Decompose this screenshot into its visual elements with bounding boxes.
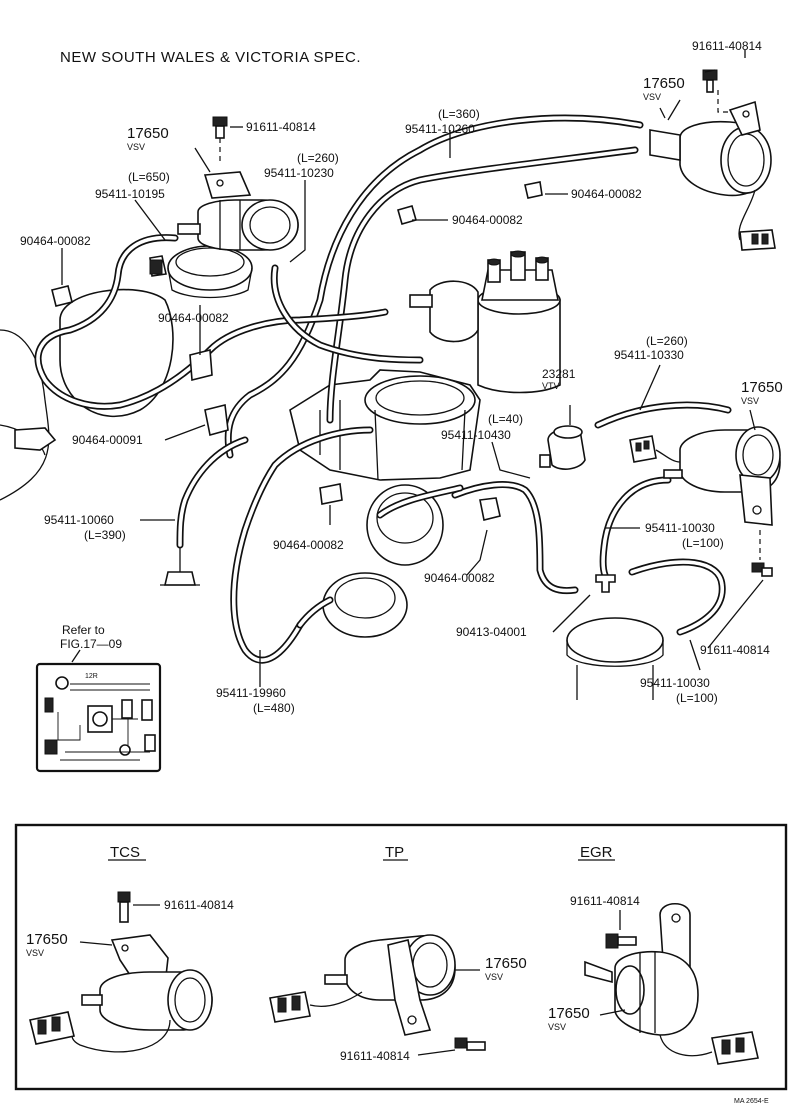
label-clip-right-a: 90464-00082: [571, 187, 642, 201]
label-hose-260-right-part: 95411-10330: [614, 348, 684, 362]
label-hose-260-top-part: 95411-10230: [264, 166, 334, 180]
label-vsv-top-right-part: 17650: [643, 75, 685, 92]
egr-title: EGR: [580, 844, 613, 861]
label-hose-650-length: (L=650): [128, 170, 170, 184]
label-hose-100-upper-part: 95411-10030: [645, 521, 715, 535]
tp-part: 17650: [485, 955, 527, 972]
label-clip-mid: 90464-00082: [158, 311, 229, 325]
label-hose-360-length: (L=360): [438, 107, 480, 121]
label-tee: 90413-04001: [456, 625, 527, 639]
refer-line1: Refer to: [62, 623, 105, 637]
label-vsv-top-right-sub: VSV: [643, 92, 661, 102]
label-hose-260-top-length: (L=260): [297, 151, 339, 165]
label-vsv-right-sub: VSV: [741, 396, 759, 406]
egr-part: 17650: [548, 1005, 590, 1022]
vsv-top-left: [177, 171, 299, 251]
tp-title: TP: [385, 844, 404, 861]
variants-panel: [14, 823, 788, 1091]
variant-egr: EGR 91611-40814 17650 VSV: [548, 844, 759, 1065]
egr-sub: VSV: [548, 1022, 566, 1032]
tcs-bolt: 91611-40814: [164, 898, 234, 912]
tcs-sub: VSV: [26, 948, 44, 958]
label-hose-650-part: 95411-10195: [95, 187, 165, 201]
variant-tp: TP 17650 VSV 91611-40814: [269, 844, 527, 1063]
tp-sub: VSV: [485, 972, 503, 982]
label-clip-lower-right: 90464-00082: [424, 571, 495, 585]
vsv-right: [629, 426, 781, 560]
engine-outline: [0, 245, 664, 700]
tee-fitting: [595, 574, 616, 593]
label-hose-100-lower-part: 95411-10030: [640, 676, 710, 690]
label-hose-260-right-length: (L=260): [646, 334, 688, 348]
label-vtv-sub: VTV: [542, 381, 560, 391]
label-clip-lower-center: 90464-00082: [273, 538, 344, 552]
label-hose-40-length: (L=40): [488, 412, 523, 426]
label-vsv-right-part: 17650: [741, 379, 783, 396]
label-hose-390-length: (L=390): [84, 528, 126, 542]
bolt-right: [751, 562, 773, 577]
label-clip-right-b: 90464-00082: [452, 213, 523, 227]
label-vsv-top-left-sub: VSV: [127, 142, 145, 152]
tcs-part: 17650: [26, 931, 68, 948]
label-vtv-part: 23281: [542, 367, 576, 381]
label-bolt-right: 91611-40814: [700, 643, 770, 657]
label-hose-100-upper-length: (L=100): [682, 536, 724, 550]
label-bolt-top-left: 91611-40814: [246, 120, 316, 134]
label-clip-91: 90464-00091: [72, 433, 143, 447]
variant-tcs: TCS 91611-40814 17650 VSV: [26, 844, 234, 1053]
vsv-top-right: [649, 100, 776, 251]
bolt-top-right: [702, 69, 730, 113]
leader-lines: [61, 50, 764, 687]
callout-labels: 91611-40814 17650 VSV (L=360) 95411-1026…: [20, 39, 783, 715]
vtv-valve: [539, 425, 586, 470]
tcs-title: TCS: [110, 844, 140, 861]
footer-code: MA 2654-E: [734, 1098, 769, 1105]
label-hose-390-part: 95411-10060: [44, 513, 114, 527]
label-vsv-top-left-part: 17650: [127, 125, 169, 142]
vacuum-hoses: [34, 114, 732, 664]
hose-clips: [51, 181, 543, 521]
refer-to-figure: Refer to FIG.17—09 12R: [35, 623, 162, 773]
egr-bolt: 91611-40814: [570, 894, 640, 908]
label-hose-40-part: 95411-10430: [441, 428, 511, 442]
inset-header: 12R: [85, 673, 98, 680]
diagram-title: NEW SOUTH WALES & VICTORIA SPEC.: [60, 49, 361, 66]
label-clip-left: 90464-00082: [20, 234, 91, 248]
label-hose-100-lower-length: (L=100): [676, 691, 718, 705]
refer-line2: FIG.17—09: [60, 637, 122, 651]
bolt-top-left: [212, 116, 228, 165]
tp-bolt: 91611-40814: [340, 1049, 410, 1063]
label-hose-480-part: 95411-19960: [216, 686, 286, 700]
label-hose-360-part: 95411-10260: [405, 122, 475, 136]
label-hose-480-length: (L=480): [253, 701, 295, 715]
label-bolt-top-right: 91611-40814: [692, 39, 762, 53]
